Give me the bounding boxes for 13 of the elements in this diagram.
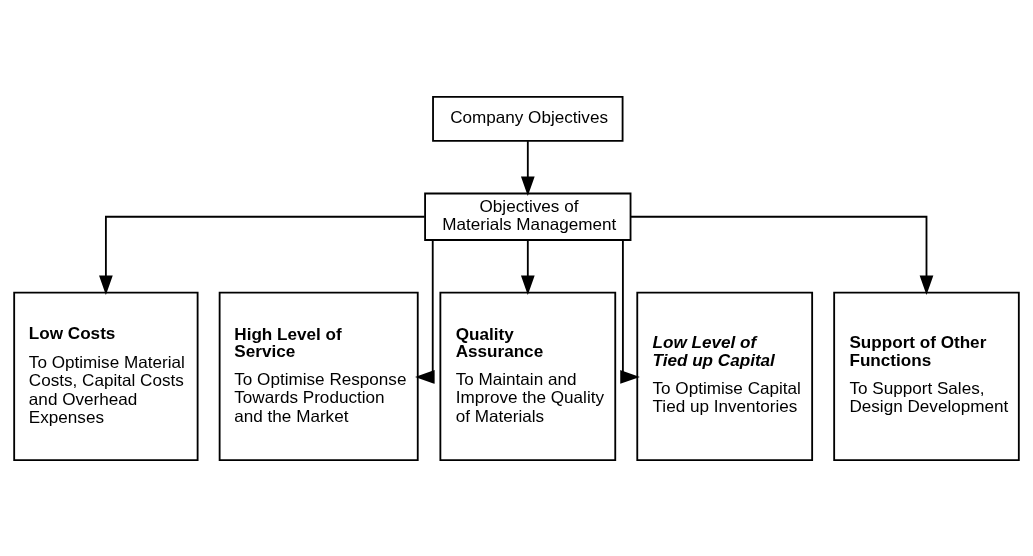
arrow bbox=[620, 238, 640, 384]
node-box: Quality Assurance To Maintain and Improve the Quality of Materials bbox=[439, 291, 617, 461]
node-box: Low Costs To Optimise Material Costs, Capital Costs and Overhead Expenses bbox=[13, 291, 199, 461]
arrow bbox=[99, 215, 426, 295]
node-box: Objectives of Materials Management bbox=[424, 192, 632, 241]
arrow bbox=[630, 215, 934, 295]
arrow bbox=[520, 238, 535, 295]
node-box: High Level of Service To Optimise Response Towards Production and the Market bbox=[218, 291, 419, 461]
node-box: Company Objectives bbox=[432, 95, 624, 142]
arrow bbox=[520, 139, 535, 196]
node-box: Low Level of Tied up Capital To Optimise Capital Tied up Inventories bbox=[636, 291, 814, 461]
arrow bbox=[415, 238, 435, 384]
node-box: Support of Other Functions To Support Sales, Design Development bbox=[833, 291, 1020, 461]
